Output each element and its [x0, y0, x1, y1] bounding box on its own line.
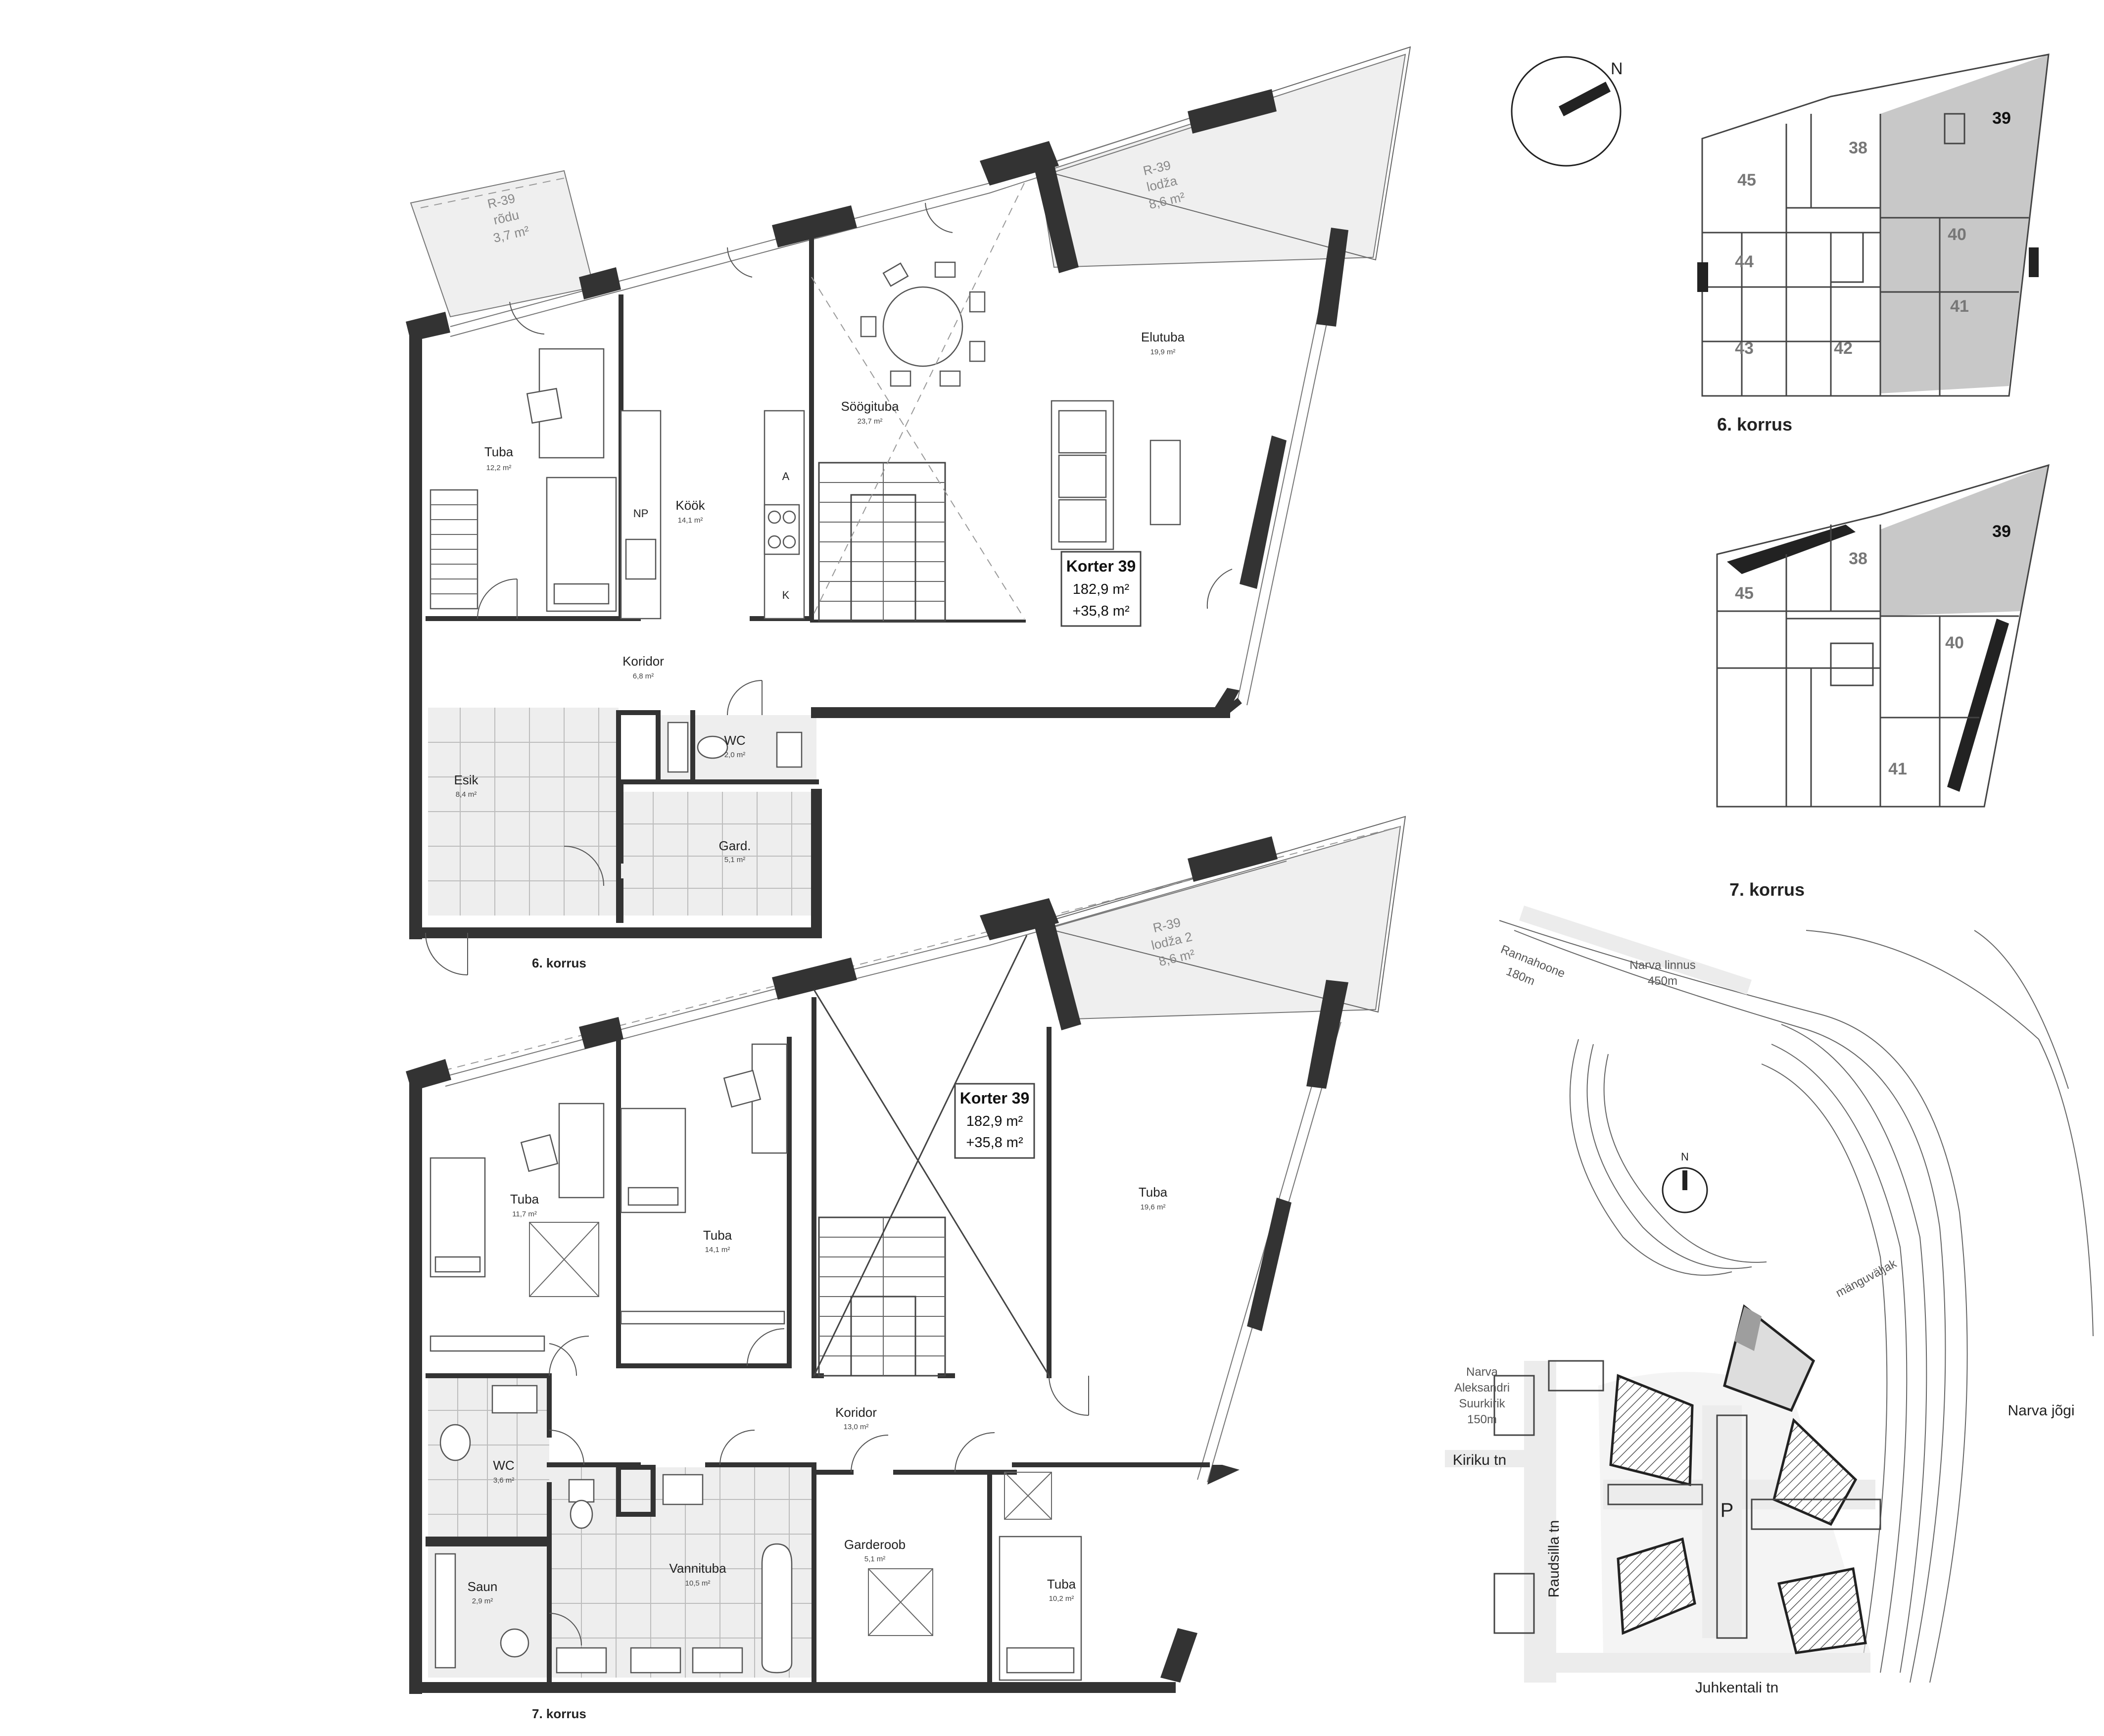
site-river-label: Narva jõgi [2008, 1402, 2074, 1419]
key6-unit-42: 42 [1834, 339, 1853, 358]
room-name-kook-f6: Köök [675, 498, 705, 513]
key6-unit-45: 45 [1737, 171, 1756, 190]
compass-arrow-icon [1559, 82, 1611, 116]
room-area-tuba-a-f7: 11,7 m² [512, 1210, 537, 1218]
site-church-line3: Suurkirik [1459, 1397, 1505, 1410]
room-area-wc-f7: 3,6 m² [493, 1476, 515, 1485]
key6-unit-41: 41 [1950, 297, 1969, 316]
room-area-vannituba-f7: 10,5 m² [685, 1579, 711, 1588]
key7-unit-40: 40 [1945, 633, 1964, 652]
room-name-tuba-a-f7: Tuba [510, 1192, 539, 1206]
key-plan6-highlight [1880, 54, 2049, 393]
key7-unit-38: 38 [1849, 549, 1867, 568]
key6-unit-44: 44 [1735, 252, 1754, 271]
compass-circle [1511, 56, 1622, 167]
site-street-kiriku: Kiriku tn [1453, 1452, 1506, 1468]
terrain-contours [1499, 920, 2094, 1683]
room-area-koridor-f7: 13,0 m² [844, 1423, 869, 1431]
room-name-soogituba-f6: Söögituba [841, 399, 899, 414]
room-area-koridor-f6: 6,8 m² [633, 672, 654, 680]
key6-unit-38: 38 [1849, 139, 1867, 157]
apartment-area-f6: 182,9 m² [1073, 581, 1130, 597]
site-church-line1: Narva [1466, 1365, 1498, 1379]
site-street-juhkentali: Juhkentali tn [1695, 1680, 1778, 1696]
floor-7-plan: Tuba 11,7 m² Tuba 14,1 m² Tuba 19,6 m² K… [406, 816, 1406, 1721]
compass-north-letter: N [1611, 59, 1623, 78]
floor7-plan-label: 7. korrus [532, 1706, 586, 1721]
room-area-soogituba-f6: 23,7 m² [858, 417, 883, 426]
apartment-extra-area-f6: +35,8 m² [1072, 603, 1130, 619]
room-area-tuba-c-f7: 19,6 m² [1141, 1203, 1166, 1211]
apartment-title-f6: Korter 39 [1066, 557, 1136, 575]
key7-unit-45: 45 [1735, 584, 1754, 603]
room-name-esik-f6: Esik [454, 772, 478, 787]
key7-unit-41: 41 [1888, 760, 1907, 778]
staircase-floor6 [818, 462, 946, 622]
kitchen-a-mark: A [782, 470, 790, 482]
room-area-tuba-b-f7: 14,1 m² [705, 1246, 730, 1254]
site-church-line4: 150m [1467, 1413, 1497, 1426]
dining-table [860, 261, 986, 387]
room-name-tuba-b-f7: Tuba [703, 1228, 732, 1243]
site-church-line2: Aleksandri [1454, 1381, 1510, 1395]
room-name-garderoob-f7: Garderoob [844, 1537, 906, 1552]
room-area-esik-f6: 8,4 m² [456, 790, 477, 799]
room-area-tuba-d-f7: 10,2 m² [1049, 1594, 1074, 1603]
key-plan7-label: 7. korrus [1729, 879, 1805, 900]
floor-6-plan: NP A K [406, 46, 1411, 975]
room-name-tuba-f6: Tuba [484, 444, 514, 459]
site-compass-arrow-icon [1682, 1170, 1687, 1190]
key6-unit-43: 43 [1735, 339, 1754, 358]
room-name-gard-f6: Gard. [718, 838, 751, 853]
key6-unit-40: 40 [1948, 225, 1966, 244]
room-name-vannituba-f7: Vannituba [669, 1561, 726, 1576]
room-name-saun-f7: Saun [468, 1579, 498, 1594]
staircase-floor7 [818, 1216, 946, 1377]
apartment-extra-area-f7: +35,8 m² [966, 1135, 1023, 1151]
room-name-wc-f7: WC [493, 1458, 514, 1473]
apartment-title-f7: Korter 39 [960, 1089, 1030, 1107]
site-plan: N mänguväljak Narva jõgi Rannahoone 180m… [1445, 906, 2094, 1696]
room-area-wc-f6: 2,0 m² [724, 751, 746, 759]
room-area-elutuba-f6: 19,9 m² [1150, 348, 1176, 356]
site-compass-letter: N [1681, 1151, 1689, 1163]
key7-unit-39: 39 [1992, 522, 2011, 541]
room-name-wc-f6: WC [724, 733, 745, 748]
key-plan-floor6: 39 38 45 40 44 41 43 42 6. korrus [1697, 53, 2050, 434]
room-name-tuba-c-f7: Tuba [1139, 1185, 1168, 1200]
room-area-gard-f6: 5,1 m² [724, 856, 746, 864]
site-playground-label: mänguväljak [1834, 1256, 1900, 1300]
balcony-lodza-floor6 [1038, 53, 1406, 268]
key-plan6-label: 6. korrus [1717, 414, 1792, 434]
key-plan7-highlight [1880, 465, 2049, 616]
floor6-tile-grid [428, 708, 819, 916]
floor6-plan-label: 6. korrus [532, 956, 586, 970]
site-parking-label: P [1721, 1499, 1734, 1521]
room-name-elutuba-f6: Elutuba [1141, 330, 1185, 344]
kitchen-k-mark: K [782, 589, 790, 601]
apartment-label-box-f7 [954, 1083, 1035, 1159]
site-street-raudsilla: Raudsilla tn [1546, 1520, 1562, 1598]
compass: N [1511, 56, 1623, 167]
room-area-garderoob-f7: 5,1 m² [864, 1555, 886, 1563]
room-area-saun-f7: 2,9 m² [472, 1597, 493, 1605]
room-name-koridor-f7: Koridor [835, 1405, 877, 1420]
room-name-tuba-d-f7: Tuba [1047, 1577, 1076, 1591]
apartment-label-box-f6 [1060, 551, 1142, 627]
key-plan-floor7: 39 38 45 40 41 7. korrus [1716, 464, 2050, 900]
room-area-kook-f6: 14,1 m² [678, 516, 703, 525]
key6-unit-39: 39 [1992, 109, 2011, 128]
apartment-area-f7: 182,9 m² [966, 1113, 1023, 1129]
room-area-tuba-f6: 12,2 m² [486, 464, 512, 472]
site-narva-linnus-line2: 450m [1648, 974, 1677, 988]
room-name-koridor-f6: Koridor [622, 654, 664, 669]
kitchen-np-mark: NP [633, 507, 649, 520]
site-narva-linnus-line1: Narva linnus [1629, 959, 1695, 972]
